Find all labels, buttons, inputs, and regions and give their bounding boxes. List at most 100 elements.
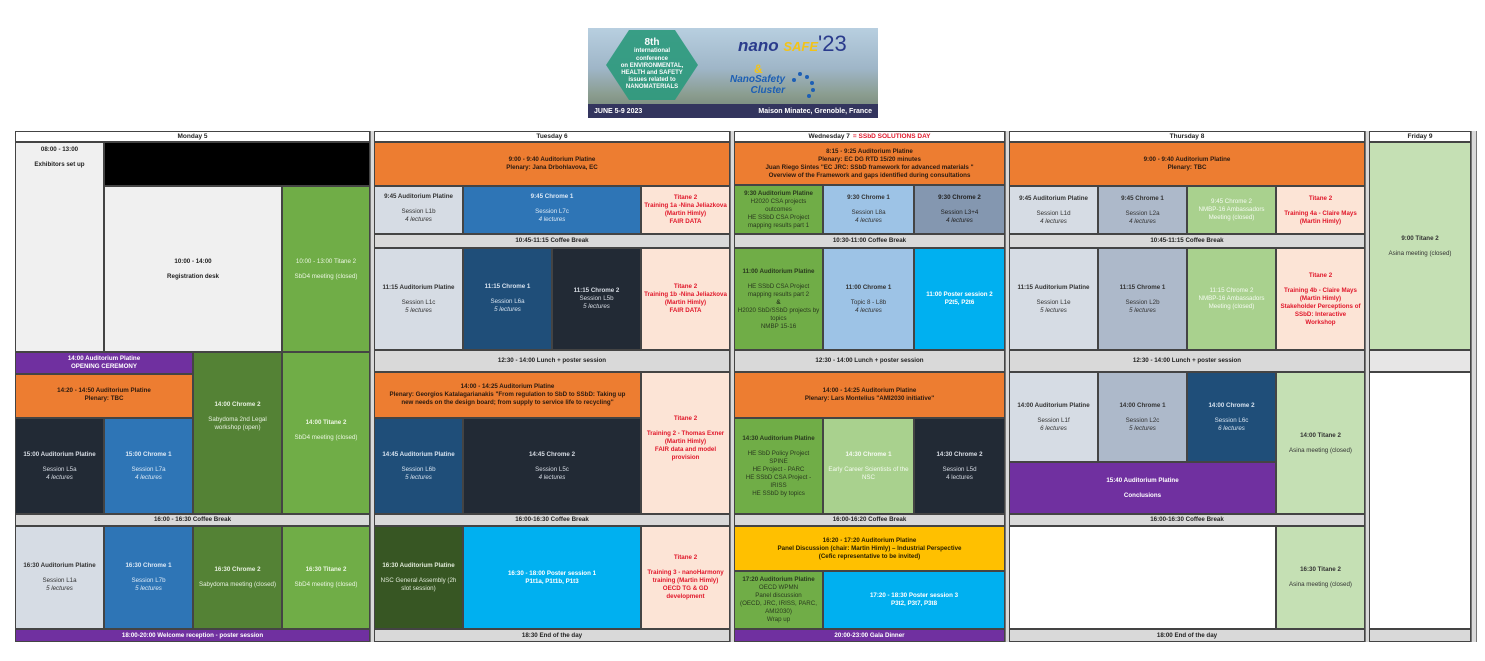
session-l8a[interactable]: 9:30 Chrome 1 Session L8a 4 lectures bbox=[823, 185, 914, 234]
training-4b[interactable]: Titane 2 Training 4b - Claire Mays (Mart… bbox=[1276, 248, 1365, 350]
session-l5b[interactable]: 11:15 Chrome 2 Session L5b 5 lectures bbox=[552, 248, 641, 350]
session-l6b[interactable]: 14:45 Auditorium Platine Session L6b 5 l… bbox=[374, 418, 463, 514]
event-time: 11:15 Chrome 2 bbox=[1209, 287, 1254, 294]
event-time: 9:00 - 9:40 Auditorium Platine bbox=[508, 156, 596, 163]
logo-cluster-line: NanoSafety bbox=[729, 74, 785, 85]
nmbp16-ambassadors-mid[interactable]: 11:15 Chrome 2 NMBP-16 Ambassadors Meeti… bbox=[1187, 248, 1276, 350]
wednesday-plenary-am[interactable]: 8:15 - 9:25 Auditorium Platine Plenary: … bbox=[734, 142, 1005, 185]
session-l1d[interactable]: 9:45 Auditorium Platine Session L1d 4 le… bbox=[1009, 186, 1098, 234]
session-l1a[interactable]: 16:30 Auditorium Platine Session L1a 5 l… bbox=[15, 526, 104, 629]
poster-session-3[interactable]: 17:20 - 18:30 Poster session 3 P3t2, P3t… bbox=[823, 571, 1005, 629]
asina-meeting-pm[interactable]: 14:00 Titane 2 Asina meeting (closed) bbox=[1276, 372, 1365, 514]
gala-dinner[interactable]: 20:00-23:00 Gala Dinner bbox=[734, 629, 1005, 642]
training-4a[interactable]: Titane 2 Training 4a - Claire Mays (Mart… bbox=[1276, 186, 1365, 234]
sbd4-meeting-afternoon[interactable]: 14:00 Titane 2 SbD4 meeting (closed) bbox=[282, 352, 370, 514]
topic-8-l8b[interactable]: 11:00 Chrome 1 Topic 8 - L8b 4 lectures bbox=[823, 248, 914, 350]
session-l7b[interactable]: 16:30 Chrome 1 Session L7b 5 lectures bbox=[104, 526, 193, 629]
training-line: FAIR DATA bbox=[669, 307, 702, 314]
event-time: 9:30 Auditorium Platine bbox=[744, 189, 813, 197]
event-line: (OECD, JRC, IRISS, PARC, AMI2030) bbox=[740, 600, 817, 615]
training-line: FAIR data and model provision bbox=[654, 446, 717, 461]
tuesday-plenary-am[interactable]: 9:00 - 9:40 Auditorium Platine Plenary: … bbox=[374, 142, 730, 186]
session-l7a[interactable]: 15:00 Chrome 1 Session L7a 4 lectures bbox=[104, 418, 193, 514]
sabydoma-legal-workshop[interactable]: 14:00 Chrome 2 Sabydoma 2nd Legal worksh… bbox=[193, 352, 282, 514]
thursday-plenary[interactable]: 9:00 - 9:40 Auditorium Platine Plenary: … bbox=[1009, 142, 1365, 186]
poster-session-2[interactable]: 11:00 Poster session 2 P2t5, P2t6 bbox=[914, 248, 1005, 350]
training-line: (Martin Himly) bbox=[664, 438, 707, 445]
event-time: 14:00 - 14:25 Auditorium Platine bbox=[822, 387, 917, 394]
nsc-general-assembly[interactable]: 16:30 Auditorium Platine NSC General Ass… bbox=[374, 526, 463, 629]
training-2[interactable]: Titane 2 Training 2 - Thomas Exner (Mart… bbox=[641, 372, 730, 514]
session-l6a[interactable]: 11:15 Chrome 1 Session L6a 5 lectures bbox=[463, 248, 552, 350]
session-l5a[interactable]: 15:00 Auditorium Platine Session L5a 4 l… bbox=[15, 418, 104, 514]
session-l7c[interactable]: 9:45 Chrome 1 Session L7c 4 lectures bbox=[463, 186, 641, 234]
day-header-label: Tuesday 6 bbox=[536, 132, 568, 140]
training-1b[interactable]: Titane 2 Training 1b -Nina Jeliazkova (M… bbox=[641, 248, 730, 350]
event-time: 14:30 Chrome 1 bbox=[845, 450, 892, 458]
early-career-scientists[interactable]: 14:30 Chrome 1 Early Career Scientists o… bbox=[823, 418, 914, 514]
training-line: (Martin Himly) bbox=[664, 210, 707, 217]
session-l2b[interactable]: 11:15 Chrome 1 Session L2b 5 lectures bbox=[1098, 248, 1187, 350]
oecd-wpmn-panel[interactable]: 17:20 Auditorium Platine OECD WPMN Panel… bbox=[734, 571, 823, 629]
coffee-break: 16:00 - 16:30 Coffee Break bbox=[15, 514, 370, 526]
event-line: HE SSbD by topics bbox=[752, 489, 805, 497]
csa-projects-outcomes[interactable]: 9:30 Auditorium Platine H2020 CSA projec… bbox=[734, 185, 823, 234]
sabydoma-meeting[interactable]: 16:30 Chrome 2 Sabydoma meeting (closed) bbox=[193, 526, 282, 629]
event-line: Wrap up bbox=[766, 616, 791, 623]
sbd-policy-projects[interactable]: 14:30 Auditorium Platine HE SbD Policy P… bbox=[734, 418, 823, 514]
opening-ceremony[interactable]: 14:00 Auditorium Platine OPENING CEREMON… bbox=[15, 352, 193, 374]
monday-plenary[interactable]: 14:20 - 14:50 Auditorium Platine Plenary… bbox=[15, 374, 193, 418]
event-title: Session L6c bbox=[1214, 416, 1249, 424]
event-time: 14:20 - 14:50 Auditorium Platine bbox=[57, 387, 151, 394]
event-time: 9:45 Chrome 2 bbox=[1211, 198, 1252, 205]
nmbp16-ambassadors-am[interactable]: 9:45 Chrome 2 NMBP-16 Ambassadors Meetin… bbox=[1187, 186, 1276, 234]
sbd4-meeting-morning[interactable]: 10:00 - 13:00 Titane 2 SbD4 meeting (clo… bbox=[282, 186, 370, 352]
training-1a[interactable]: Titane 2 Training 1a -Nina Jeliazkova (M… bbox=[641, 186, 730, 234]
session-l1c[interactable]: 11:15 Auditorium Platine Session L1c 5 l… bbox=[374, 248, 463, 350]
cluster-dots-icon bbox=[788, 72, 818, 100]
session-l1f[interactable]: 14:00 Auditorium Platine Session L1f 6 l… bbox=[1009, 372, 1098, 462]
lecture-count: 4 lectures bbox=[946, 217, 973, 224]
event-time: 11:15 Chrome 2 bbox=[573, 287, 620, 294]
sbd4-meeting-late[interactable]: 16:30 Titane 2 SbD4 meeting (closed) bbox=[282, 526, 370, 629]
panel-discussion[interactable]: 16:20 - 17:20 Auditorium Platine Panel D… bbox=[734, 526, 1005, 571]
training-line: Training 1b -Nina Jeliazkova bbox=[644, 291, 727, 298]
session-l5d[interactable]: 14:30 Chrome 2 Session L5d 4 lectures bbox=[914, 418, 1005, 514]
event-time: 14:00 Chrome 2 bbox=[214, 401, 261, 408]
event-title: Session L1c bbox=[401, 298, 436, 306]
asina-meeting-friday[interactable]: 9:00 Titane 2 Asina meeting (closed) bbox=[1369, 142, 1471, 350]
day-header-thursday: Thursday 8 bbox=[1009, 131, 1365, 142]
event-time: 11:15 Auditorium Platine bbox=[382, 283, 455, 291]
poster-session-1[interactable]: 16:30 - 18:00 Poster session 1 P1t1a, P1… bbox=[463, 526, 641, 629]
event-title: Session L5a bbox=[42, 465, 77, 473]
session-l5c[interactable]: 14:45 Chrome 2 Session L5c 4 lectures bbox=[463, 418, 641, 514]
ssbd-mapping-results[interactable]: 11:00 Auditorium Platine HE SSbD CSA Pro… bbox=[734, 248, 823, 350]
event-title: Session L2a bbox=[1125, 209, 1160, 217]
tuesday-plenary-pm[interactable]: 14:00 - 14:25 Auditorium Platine Plenary… bbox=[374, 372, 641, 418]
event-time: 15:40 Auditorium Platine bbox=[1106, 476, 1179, 484]
plenary-line: 8:15 - 9:25 Auditorium Platine bbox=[826, 147, 913, 155]
conference-banner: 8th international conference on ENVIRONM… bbox=[588, 28, 878, 118]
welcome-reception[interactable]: 18:00-20:00 Welcome reception - poster s… bbox=[15, 629, 370, 642]
event-time: 11:15 Chrome 1 bbox=[484, 283, 531, 290]
training-3[interactable]: Titane 2 Training 3 - nanoHarmony traini… bbox=[641, 526, 730, 629]
event-line: H2020 SbD/SSbD projects by topics bbox=[737, 306, 820, 322]
event-line: SPINE bbox=[769, 457, 788, 465]
wednesday-plenary-pm[interactable]: 14:00 - 14:25 Auditorium Platine Plenary… bbox=[734, 372, 1005, 418]
session-l2c[interactable]: 14:00 Chrome 1 Session L2c 5 lectures bbox=[1098, 372, 1187, 462]
registration-desk[interactable]: 10:00 - 14:00 Registration desk bbox=[104, 186, 282, 352]
session-l1b[interactable]: 9:45 Auditorium Platine Session L1b 4 le… bbox=[374, 186, 463, 234]
session-l6c[interactable]: 14:00 Chrome 2 Session L6c 6 lectures bbox=[1187, 372, 1276, 462]
session-l2a[interactable]: 9:45 Chrome 1 Session L2a 4 lectures bbox=[1098, 186, 1187, 234]
event-title: Session L5b bbox=[579, 295, 614, 302]
exhibitors-setup[interactable]: 08:00 - 13:00 Exhibitors set up bbox=[15, 142, 104, 352]
coffee-break: 10:30-11:00 Coffee Break bbox=[734, 234, 1005, 248]
coffee-break: 16:00-16:20 Coffee Break bbox=[734, 514, 1005, 526]
training-line: (Martin Himly) bbox=[1299, 294, 1342, 302]
session-l3-4[interactable]: 9:30 Chrome 2 Session L3+4 4 lectures bbox=[914, 185, 1005, 234]
session-l1e[interactable]: 11:15 Auditorium Platine Session L1e 5 l… bbox=[1009, 248, 1098, 350]
conclusions[interactable]: 15:40 Auditorium Platine Conclusions bbox=[1009, 462, 1276, 514]
end-of-day: 18:30 End of the day bbox=[374, 629, 730, 642]
asina-meeting-late[interactable]: 16:30 Titane 2 Asina meeting (closed) bbox=[1276, 526, 1365, 629]
event-title: NMBP-16 Ambassadors Meeting (closed) bbox=[1198, 206, 1265, 221]
